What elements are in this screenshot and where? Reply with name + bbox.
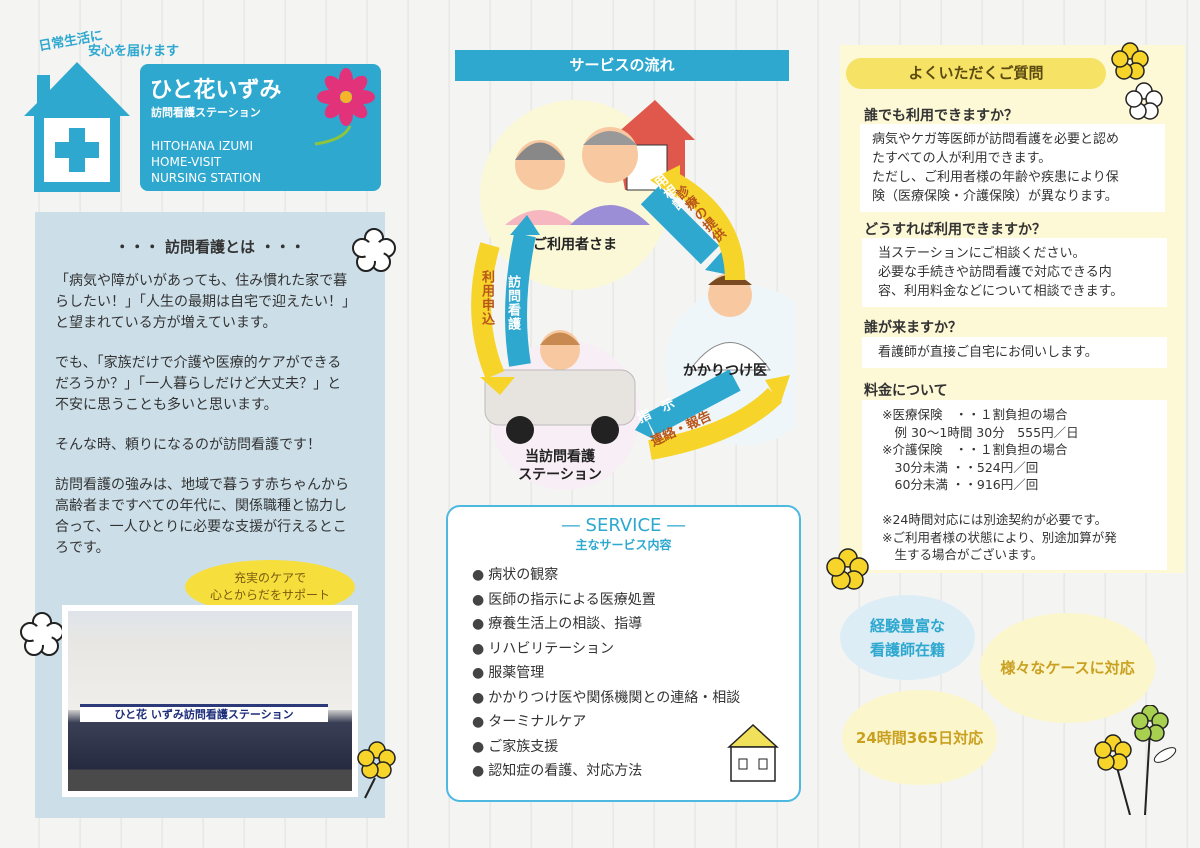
visit-label: 訪問看護 [505,275,520,331]
house-doodle-icon [727,723,779,782]
white-flower-icon [1125,82,1163,120]
feature-24-365: 24時間365日対応 [842,690,997,785]
logo-en-line: HITOHANA IZUMI [151,139,254,153]
faq-answer: ※医療保険 ・・１割負担の場合 例 30～1時間 30分 555円／日 ※介護保… [862,400,1167,570]
service-item: かかりつけ医や関係機関との連絡・相談 [472,686,799,711]
faq-question: 料金について [864,383,948,399]
yellow-flower-icon [826,548,869,590]
logo-en-line: HOME-VISIT [151,155,222,169]
service-item: ターミナルケア [472,710,799,735]
service-flow-diagram [471,100,795,490]
faq-answer: 当ステーションにご相談ください。 必要な手続きや訪問看護で対応できる内 容、利用… [862,238,1167,307]
station-label: 当訪問看護 ステーション [518,449,602,483]
arrow-provide [665,171,745,281]
arrow-consult [640,185,720,265]
faq-answer: 病気やケガ等医師が訪問看護を必要と認め たすべての人が利用できます。 ただし、ご… [860,124,1165,212]
flow-title: サービスの流れ [455,50,789,81]
logo-box: ひと花いずみ 訪問看護ステーション HITOHANA IZUMI HOME-VI… [140,64,381,191]
service-item: リハビリテーション [472,637,799,662]
arrow-instruct [644,369,741,436]
faq-question: 誰でも利用できますか？ [864,108,1018,124]
user-label: ご利用者さま [533,237,617,253]
about-paragraph: 「病気や障がいがあっても、住み慣れた家で暮 らしたい！」「人生の最期は自宅で迎え… [55,273,356,331]
yellow-flower-icon [357,741,396,799]
station-photo: ひと花 いずみ訪問看護ステーション [62,605,358,797]
doctor-label: かかりつけ医 [682,363,768,379]
pink-flower-icon [314,68,375,146]
arrow-report [648,387,783,460]
house-cross-logo-icon [24,62,130,192]
service-title: ― SERVICE ― [561,515,686,536]
arrow-apply [471,242,505,379]
faq-title: よくいただくご質問 [846,58,1106,89]
apply-label: 利用申込 [479,270,494,326]
faq-answer: 看護師が直接ご自宅にお伺いします。 [862,337,1167,368]
logo-en-line: NURSING STATION [151,171,261,185]
white-flower-icon [20,612,64,656]
faq-question: 誰が来ますか？ [864,320,962,336]
service-item: 認知症の看護、対応方法 [472,759,799,784]
yellow-green-flowers-icon [1094,705,1177,815]
about-paragraph: でも、「家族だけで介護や医療的ケアができる だろうか？」「一人暮らしだけど大丈夫… [55,355,342,413]
about-heading: ・・・ 訪問看護とは ・・・ [114,238,306,256]
faq-question: どうすれば利用できますか？ [864,222,1046,238]
about-text: 「病気や障がいがあっても、住み慣れた家で暮 らしたい！」「人生の最期は自宅で迎え… [55,271,375,559]
service-item: 療養生活上の相談、指導 [472,612,799,637]
service-box: ― SERVICE ― 主なサービス内容 病状の観察 医師の指示による医療処置 … [446,505,801,802]
tagline-2: 安心を届けます [88,44,180,59]
arrow-visit [505,232,536,367]
car-icon [484,369,636,426]
service-subtitle: 主なサービス内容 [575,538,672,552]
service-item: 服薬管理 [472,661,799,686]
yellow-flower-icon [1111,42,1149,80]
logo-subtitle: 訪問看護ステーション [151,106,261,119]
about-paragraph: 訪問看護の強みは、地域で暮うす赤ちゃんから 高齢者まですべての年代に、関係職種と… [55,477,349,556]
white-flower-icon [352,228,396,272]
feature-experienced-nurses: 経験豊富な 看護師在籍 [840,595,975,680]
service-item: ご家族支援 [472,735,799,760]
logo-name-ja: ひと花いずみ [150,78,282,103]
service-item: 病状の観察 [472,563,799,588]
service-item: 医師の指示による医療処置 [472,588,799,613]
logo-name-en: HITOHANA IZUMI HOME-VISIT NURSING STATIO… [151,138,261,186]
photo-sign: ひと花 いずみ訪問看護ステーション [80,704,328,722]
about-paragraph: そんな時、頼りになるのが訪問看護です！ [55,437,321,453]
feature-various-cases: 様々なケースに対応 [980,613,1155,723]
